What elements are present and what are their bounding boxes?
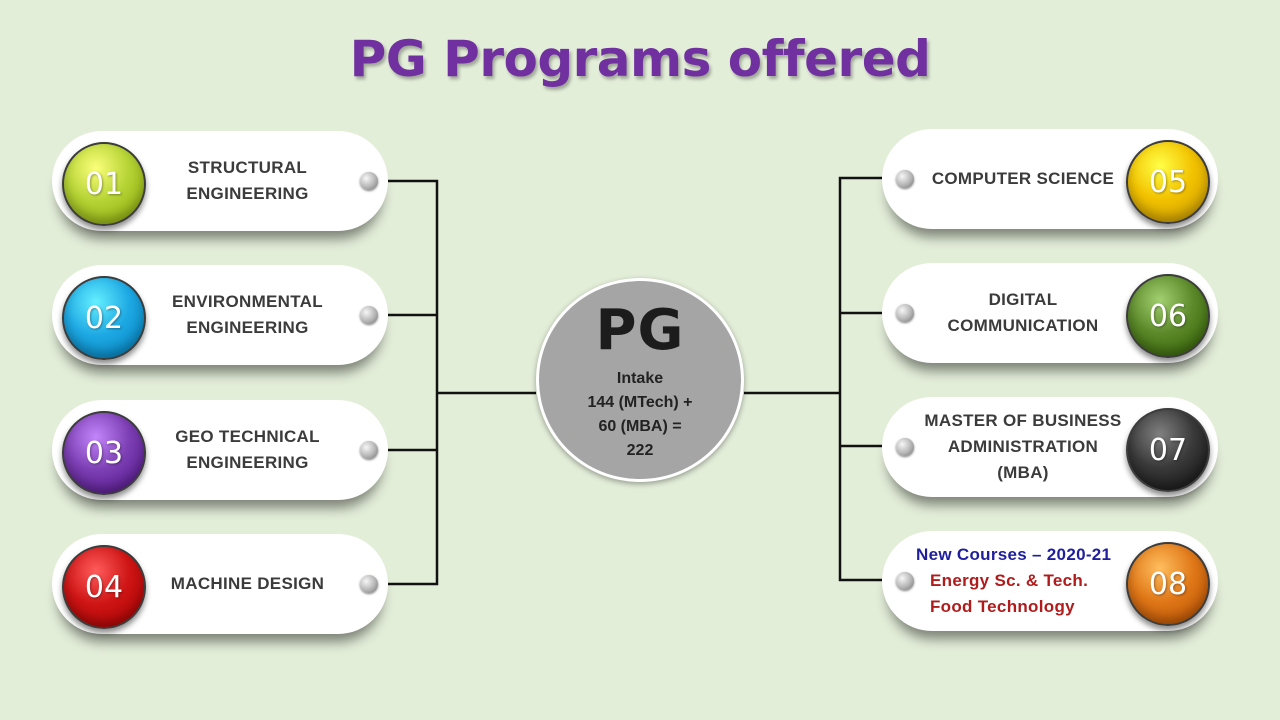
program-item-05: COMPUTER SCIENCE 05: [882, 129, 1218, 229]
label-line: COMMUNICATION: [947, 316, 1099, 335]
new-course-item: Energy Sc. & Tech.: [930, 571, 1089, 590]
intake-line: 222: [626, 442, 654, 459]
pg-heading: PG: [595, 298, 685, 363]
program-item-01: 01 STRUCTURAL ENGINEERING: [52, 131, 388, 231]
number-badge: 07: [1126, 408, 1210, 492]
label-line: (MBA): [997, 463, 1049, 482]
connector-dot: [896, 170, 914, 188]
new-courses-heading: New Courses – 2020-21: [916, 545, 1112, 564]
label-line: GEO TECHNICAL: [175, 427, 320, 446]
label-line: ENVIRONMENTAL: [172, 292, 323, 311]
label-line: ENGINEERING: [186, 184, 309, 203]
label-line: STRUCTURAL: [187, 158, 308, 177]
program-item-08: New Courses – 2020-21 Energy Sc. & Tech.…: [882, 531, 1218, 631]
new-courses-label: New Courses – 2020-21 Energy Sc. & Tech.…: [916, 531, 1126, 631]
label-line: ENGINEERING: [186, 318, 309, 337]
program-item-07: MASTER OF BUSINESS ADMINISTRATION (MBA) …: [882, 397, 1218, 497]
pg-center-circle: PG Intake 144 (MTech) + 60 (MBA) = 222: [536, 278, 744, 482]
program-item-06: DIGITAL COMMUNICATION 06: [882, 263, 1218, 363]
program-item-02: 02 ENVIRONMENTAL ENGINEERING: [52, 265, 388, 365]
program-label: COMPUTER SCIENCE: [920, 129, 1126, 229]
intake-line: 144 (MTech) +: [587, 394, 693, 411]
label-line: ENGINEERING: [186, 453, 309, 472]
label-line: MACHINE DESIGN: [170, 574, 325, 593]
program-label: MACHINE DESIGN: [147, 534, 348, 634]
program-label: GEO TECHNICAL ENGINEERING: [147, 400, 348, 500]
new-course-item: Food Technology: [930, 597, 1075, 616]
intake-line: Intake: [616, 370, 664, 387]
connector-dot: [896, 304, 914, 322]
label-line: MASTER OF BUSINESS: [924, 411, 1122, 430]
number-badge: 01: [62, 142, 146, 226]
program-item-04: 04 MACHINE DESIGN: [52, 534, 388, 634]
program-label: MASTER OF BUSINESS ADMINISTRATION (MBA): [920, 397, 1126, 497]
page-title: PG Programs offered: [349, 30, 931, 88]
connector-dot: [360, 306, 378, 324]
number-badge: 06: [1126, 274, 1210, 358]
program-label: DIGITAL COMMUNICATION: [920, 263, 1126, 363]
program-label: ENVIRONMENTAL ENGINEERING: [147, 265, 348, 365]
intake-text: Intake 144 (MTech) + 60 (MBA) = 222: [539, 367, 741, 463]
label-line: COMPUTER SCIENCE: [931, 169, 1115, 188]
number-badge: 02: [62, 276, 146, 360]
intake-line: 60 (MBA) =: [598, 418, 682, 435]
connector-dot: [360, 172, 378, 190]
label-line: ADMINISTRATION: [947, 437, 1099, 456]
connector-dot: [896, 438, 914, 456]
program-item-03: 03 GEO TECHNICAL ENGINEERING: [52, 400, 388, 500]
connector-dot: [360, 441, 378, 459]
connector-dot: [360, 575, 378, 593]
label-line: DIGITAL: [988, 290, 1058, 309]
number-badge: 08: [1126, 542, 1210, 626]
number-badge: 05: [1126, 140, 1210, 224]
number-badge: 03: [62, 411, 146, 495]
number-badge: 04: [62, 545, 146, 629]
program-label: STRUCTURAL ENGINEERING: [147, 131, 348, 231]
connector-dot: [896, 572, 914, 590]
